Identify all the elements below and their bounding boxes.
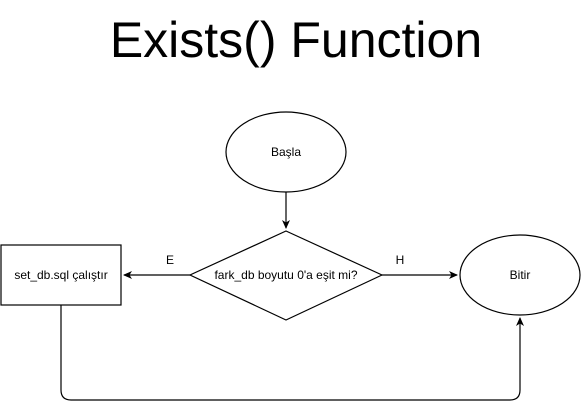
start-node-label: Başla: [271, 145, 301, 159]
end-node-label: Bitir: [510, 268, 531, 282]
edge-label-yes: E: [166, 253, 174, 267]
diagram-title: Exists() Function: [109, 12, 483, 68]
end-node: Bitir: [459, 234, 581, 316]
action-node: set_db.sql çalıştır: [0, 244, 122, 306]
start-node: Başla: [225, 111, 347, 193]
decision-node: fark_db boyutu 0'a eşit mi?: [188, 230, 384, 321]
action-node-label: set_db.sql çalıştır: [14, 268, 107, 282]
connector-action-to-end: [60, 305, 524, 401]
edge-label-no: H: [396, 253, 405, 267]
decision-node-label: fark_db boyutu 0'a eşit mi?: [214, 268, 357, 282]
